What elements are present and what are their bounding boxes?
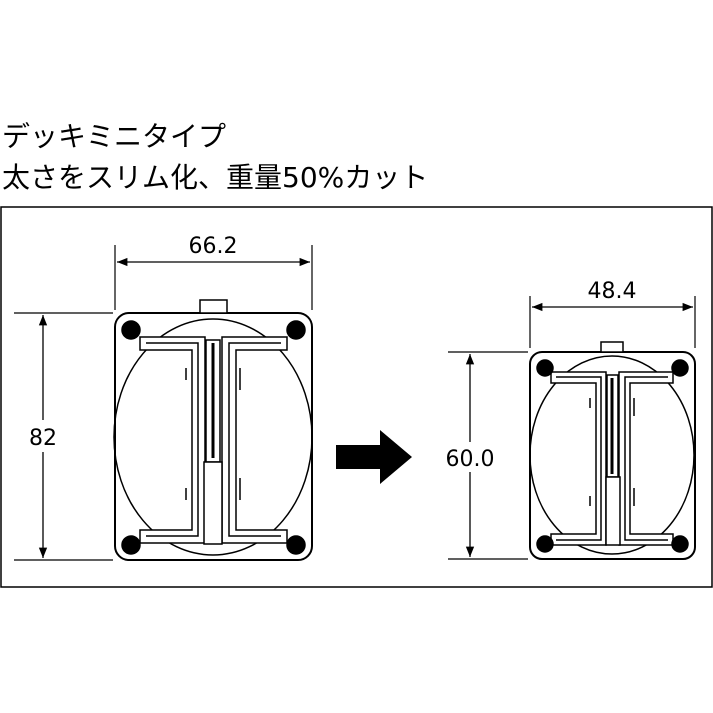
slim-width-label: 48.4 bbox=[588, 279, 637, 304]
right-arrow-icon bbox=[336, 430, 412, 484]
original-extension-lines bbox=[14, 245, 313, 561]
product-type-title: デッキミニタイプ bbox=[2, 120, 227, 153]
product-tagline: 太さをスリム化、重量50%カット bbox=[2, 161, 429, 194]
diagram-frame bbox=[0, 206, 713, 588]
original-height-label: 82 bbox=[29, 426, 57, 451]
slim-profile bbox=[529, 341, 696, 560]
original-profile bbox=[113, 299, 313, 561]
slim-height-label: 60.0 bbox=[446, 447, 495, 472]
slim-extension-lines bbox=[448, 296, 696, 560]
original-width-label: 66.2 bbox=[189, 234, 238, 259]
